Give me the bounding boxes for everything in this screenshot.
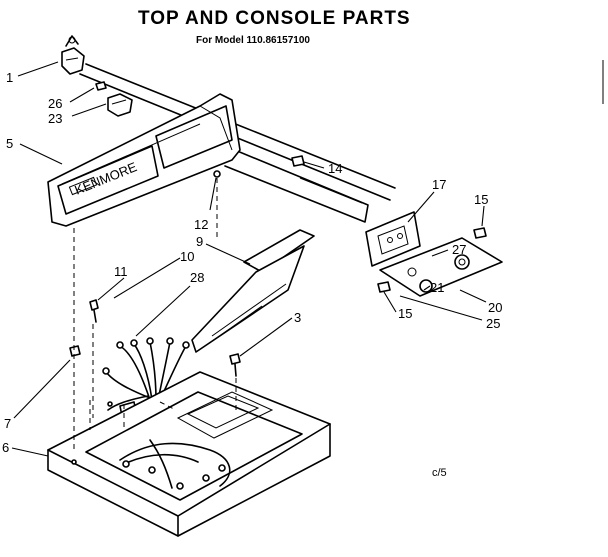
part-28-harness xyxy=(102,337,190,417)
part-15-screw-upper xyxy=(473,227,487,239)
part-23-bracket xyxy=(107,93,133,117)
callout-10: 10 xyxy=(180,249,194,264)
part-9-panel xyxy=(191,229,315,353)
callout-25: 25 xyxy=(486,316,500,331)
part-15-screw-lower xyxy=(377,281,391,293)
part-7-screw xyxy=(69,345,81,357)
callout-23: 23 xyxy=(48,111,62,126)
diagram-title: TOP AND CONSOLE PARTS xyxy=(138,8,411,29)
callout-6: 6 xyxy=(2,440,9,455)
footer-note: c/5 xyxy=(432,467,447,479)
model-subtitle: For Model 110.86157100 xyxy=(196,35,310,46)
callout-labels: 1 26 23 5 14 17 15 27 12 9 10 11 28 21 2… xyxy=(2,70,502,455)
part-20-control-plate xyxy=(379,237,503,297)
callout-5: 5 xyxy=(6,136,13,151)
callout-14: 14 xyxy=(328,161,342,176)
part-6-top xyxy=(47,371,331,537)
callout-17: 17 xyxy=(432,177,446,192)
callout-15-lower: 15 xyxy=(398,306,412,321)
callout-21: 21 xyxy=(430,280,444,295)
callout-28: 28 xyxy=(190,270,204,285)
part-11-screw xyxy=(89,299,99,323)
part-14-screw xyxy=(291,155,305,167)
callout-11: 11 xyxy=(114,264,128,279)
part-17-endcap xyxy=(365,211,421,267)
callout-20: 20 xyxy=(488,300,502,315)
part-12-clip xyxy=(213,170,221,178)
leader-lines xyxy=(11,61,487,457)
part-1-switch xyxy=(61,35,85,75)
part-27-knob xyxy=(454,254,470,270)
callout-26: 26 xyxy=(48,96,62,111)
part-5-console: KENMORE xyxy=(47,93,241,227)
part-3-screw xyxy=(229,353,241,377)
callout-27: 27 xyxy=(452,242,466,257)
callout-15-upper: 15 xyxy=(474,192,488,207)
callout-1: 1 xyxy=(6,70,13,85)
callout-12: 12 xyxy=(194,217,208,232)
callout-3: 3 xyxy=(294,310,301,325)
explode-lines xyxy=(73,178,237,450)
part-26-screw xyxy=(95,81,107,91)
callout-7: 7 xyxy=(4,416,11,431)
callout-9: 9 xyxy=(196,234,203,249)
